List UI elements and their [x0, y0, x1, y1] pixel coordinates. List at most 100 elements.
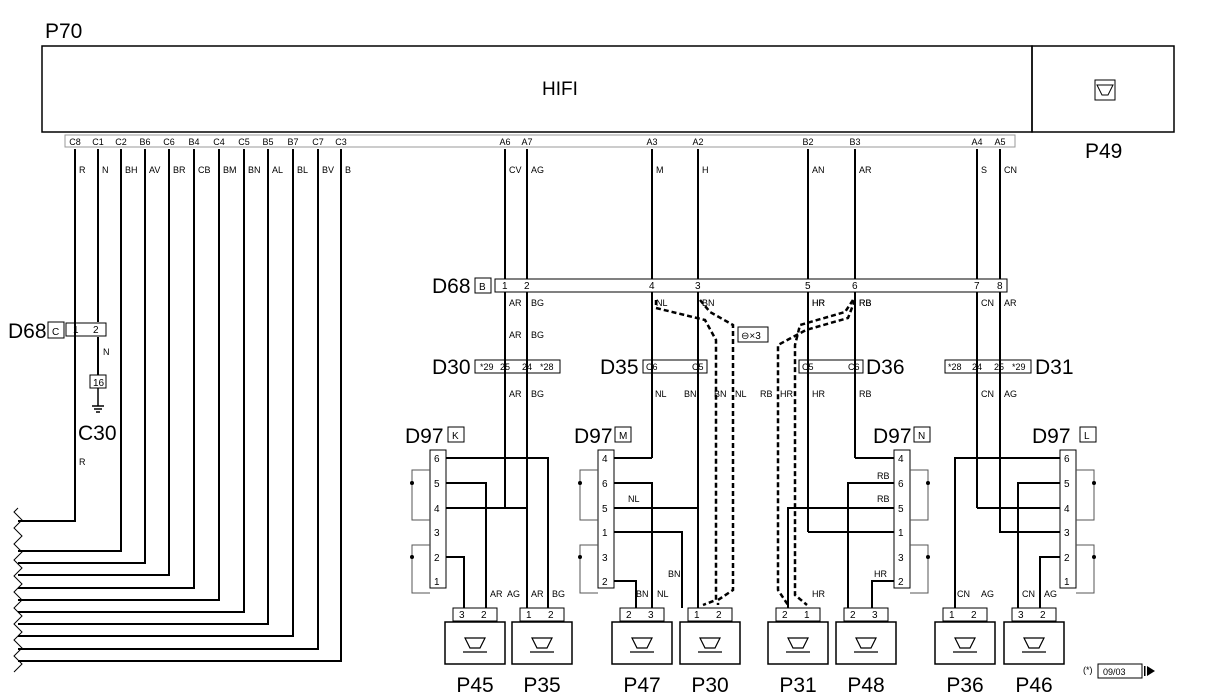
speaker-ref: P47	[623, 674, 660, 697]
jumper-bracket	[910, 469, 929, 521]
wire-code: AN	[812, 165, 825, 175]
wire-code: CN	[957, 589, 970, 599]
pin-label: A3	[646, 137, 657, 147]
d97-pin: 3	[434, 528, 440, 539]
wire-code: BN	[702, 298, 715, 308]
wire-code: HR	[812, 298, 825, 308]
d30-pin: *28	[540, 362, 554, 372]
d68b-pin: 5	[805, 281, 811, 292]
speaker-pin-box	[452, 607, 498, 622]
d36-ref: D36	[866, 356, 905, 379]
harness-wire	[18, 149, 245, 613]
d68b-connector	[494, 278, 1008, 293]
c30-ref: C30	[78, 422, 117, 445]
wire-code: NL	[628, 494, 640, 504]
speaker-pin: 2	[481, 610, 487, 621]
l-wire	[1017, 482, 1060, 608]
wire-code: BV	[322, 165, 334, 175]
pin-label: B6	[139, 137, 150, 147]
k-wire	[446, 556, 465, 608]
wire-code: BN	[636, 589, 649, 599]
n-wire	[847, 482, 894, 608]
speaker-body	[444, 621, 506, 665]
aux-speaker-icon	[1094, 79, 1116, 101]
d68b-pin: 4	[649, 281, 655, 292]
pin-label: B2	[802, 137, 813, 147]
speaker-icon	[698, 637, 722, 653]
harness-wire	[18, 149, 319, 650]
hifi-unit-box	[41, 45, 1033, 133]
d68b-ref: D68	[432, 275, 471, 298]
d97-tag: K	[452, 431, 459, 442]
speaker-body	[835, 621, 897, 665]
wire-code: AL	[272, 165, 283, 175]
wire-code: AG	[1004, 389, 1017, 399]
speaker-pin: 2	[626, 610, 632, 621]
m-wire	[614, 580, 637, 608]
wire-code: AR	[531, 589, 544, 599]
d68c-ref: D68	[8, 320, 47, 343]
splice-dot	[926, 555, 930, 559]
speaker-pin: 2	[716, 610, 722, 621]
d97-connector	[597, 449, 615, 589]
wire-code: RB	[877, 494, 890, 504]
speaker-pin-box	[619, 607, 665, 622]
d97-tag: N	[918, 431, 925, 442]
splice-dot	[578, 555, 582, 559]
speaker-ref: P35	[523, 674, 560, 697]
wire-code: M	[656, 165, 664, 175]
m-wire	[614, 507, 699, 608]
d97-tag-box	[913, 426, 931, 443]
date-label: 09/03	[1103, 667, 1126, 677]
speaker-pin-box	[843, 607, 889, 622]
wire-code: RB	[760, 389, 773, 399]
speaker-pin: 2	[548, 610, 554, 621]
d97-tag: M	[619, 431, 627, 442]
d97-connector	[893, 449, 911, 589]
pin-label: A5	[994, 137, 1005, 147]
speaker-pin: 2	[850, 610, 856, 621]
l-wire	[1039, 556, 1060, 608]
harness-wire	[18, 149, 195, 589]
harness-wire	[18, 149, 269, 625]
wire-code: CN	[981, 389, 994, 399]
pin-label: C6	[163, 137, 175, 147]
speaker-pin: 3	[648, 610, 654, 621]
splice-dot	[410, 555, 414, 559]
speaker-pin: 3	[459, 610, 465, 621]
d97-pin: 2	[602, 577, 608, 588]
speaker-body	[767, 621, 829, 665]
wire-code: NL	[656, 298, 668, 308]
wire-code: HR	[874, 569, 887, 579]
wire-code: BG	[531, 298, 544, 308]
speaker-pin-box	[519, 607, 565, 622]
wire-code: CB	[198, 165, 211, 175]
wire-code: AV	[149, 165, 160, 175]
wire-code: AR	[509, 389, 522, 399]
d97-connector	[429, 449, 447, 589]
d36-pin: C6	[848, 362, 860, 372]
wire-code: HR	[812, 389, 825, 399]
d68c-tag: C	[52, 327, 59, 338]
jumper-bracket	[579, 544, 598, 594]
harness-wire	[18, 149, 220, 601]
d97-pin: 4	[434, 504, 440, 515]
harness-wire	[18, 149, 342, 662]
pin-label: B4	[188, 137, 199, 147]
pin-label: B7	[287, 137, 298, 147]
d31-connector	[944, 359, 1032, 374]
d68b-tag: B	[479, 282, 486, 293]
d31-pin: *28	[948, 362, 962, 372]
d97-ref: D97	[873, 425, 912, 448]
d97-pin: 2	[434, 553, 440, 564]
pin-label: C1	[92, 137, 104, 147]
wire-code: RB	[859, 298, 872, 308]
wire-code: BN	[248, 165, 261, 175]
d30-pin: *29	[480, 362, 494, 372]
d97-ref: D97	[405, 425, 444, 448]
speaker-icon	[953, 637, 977, 653]
speaker-icon	[786, 637, 810, 653]
d97-pin: 5	[1064, 479, 1070, 490]
speaker-pin: 3	[1018, 610, 1024, 621]
